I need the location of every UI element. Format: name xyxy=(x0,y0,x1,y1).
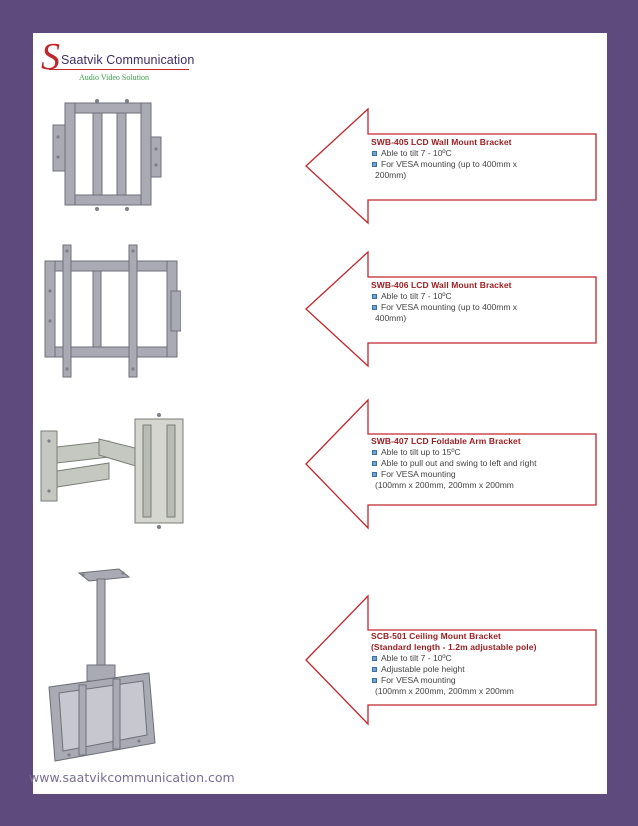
callout-arrow-scb-501 xyxy=(305,594,597,726)
company-tagline: Audio Video Solution xyxy=(79,73,150,82)
spec-line: Able to tilt 7 - 10ºC xyxy=(371,148,591,159)
website-link[interactable]: www.saatvikcommunication.com xyxy=(29,770,235,785)
callout-arrow-swb-407 xyxy=(305,398,597,530)
product-title: SWB-406 LCD Wall Mount Bracket xyxy=(371,280,512,290)
spec-line: Able to tilt up to 15ºC xyxy=(371,447,593,458)
spec-line: 200mm) xyxy=(375,170,407,180)
spec-line: (100mm x 200mm, 200mm x 200mm xyxy=(375,480,514,490)
spec-line: (100mm x 200mm, 200mm x 200mm xyxy=(375,686,514,696)
product-image-scb-501 xyxy=(48,568,156,762)
logo-s-mark: S xyxy=(41,36,60,78)
product-title: SWB-405 LCD Wall Mount Bracket xyxy=(371,137,512,147)
product-title: SWB-407 LCD Foldable Arm Bracket xyxy=(371,436,521,446)
product-image-swb-407 xyxy=(40,413,184,529)
company-logo: S Saatvik Communication Audio Video Solu… xyxy=(41,36,195,89)
spec-line: Able to tilt 7 - 10ºC xyxy=(371,291,591,302)
callout-arrow-swb-405 xyxy=(305,107,597,225)
product-image-swb-406 xyxy=(44,244,181,378)
spec-line: For VESA mounting (up to 400mm x xyxy=(371,159,591,170)
spec-line: 400mm) xyxy=(375,313,407,323)
spec-line: Able to tilt 7 - 10ºC xyxy=(371,653,593,664)
callout-swb-406: SWB-406 LCD Wall Mount Bracket Able to t… xyxy=(371,280,591,324)
product-subtitle: (Standard length - 1.2m adjustable pole) xyxy=(371,642,537,652)
spec-line: For VESA mounting (up to 400mm x xyxy=(371,302,591,313)
callout-arrow-swb-406 xyxy=(305,250,597,368)
spec-line: Able to pull out and swing to left and r… xyxy=(371,458,593,469)
logo-underline xyxy=(49,69,189,70)
catalog-page: S Saatvik Communication Audio Video Solu… xyxy=(33,33,607,794)
spec-line: For VESA mounting xyxy=(371,469,593,480)
product-title: SCB-501 Ceiling Mount Bracket xyxy=(371,631,501,641)
callout-scb-501: SCB-501 Ceiling Mount Bracket (Standard … xyxy=(371,631,593,697)
company-name: Saatvik Communication xyxy=(61,53,195,67)
callout-swb-405: SWB-405 LCD Wall Mount Bracket Able to t… xyxy=(371,137,591,181)
spec-line: Adjustable pole height xyxy=(371,664,593,675)
product-image-swb-405 xyxy=(52,99,162,211)
spec-line: For VESA mounting xyxy=(371,675,593,686)
callout-swb-407: SWB-407 LCD Foldable Arm Bracket Able to… xyxy=(371,436,593,491)
